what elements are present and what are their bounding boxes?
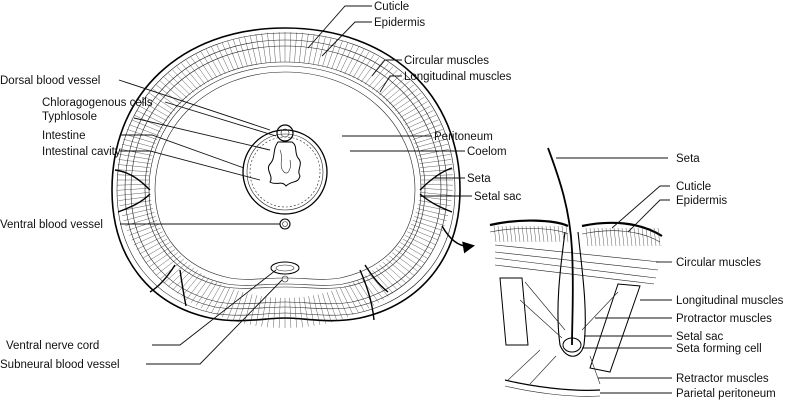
cross-section-setae	[114, 167, 453, 321]
label-peritoneum: Peritoneum	[434, 131, 493, 143]
detail-label-protractor-muscles: Protractor muscles	[676, 313, 772, 325]
setal-sac	[557, 231, 586, 357]
label-coelom: Coelom	[467, 146, 507, 158]
detail-arrow	[441, 225, 475, 254]
label-dorsal-blood-vessel: Dorsal blood vessel	[0, 75, 100, 87]
detail-label-parietal-peritoneum: Parietal peritoneum	[676, 388, 776, 400]
detail-label-longitudinal-muscles: Longitudinal muscles	[676, 295, 784, 307]
labels: Cuticle Epidermis Circular muscles Longi…	[0, 1, 784, 400]
subneural-blood-vessel	[281, 275, 289, 283]
muscle-hatching	[117, 32, 453, 328]
cross-section	[111, 27, 475, 328]
longitudinal-muscle-left	[499, 277, 529, 346]
detail-label-epidermis: Epidermis	[676, 195, 727, 207]
label-intestine: Intestine	[42, 130, 85, 142]
detail-label-seta: Seta	[676, 153, 700, 165]
detail-seta	[547, 147, 574, 346]
detail-label-setal-sac: Setal sac	[676, 331, 724, 343]
typhlosole	[267, 141, 301, 187]
detail-label-circular-muscles: Circular muscles	[676, 257, 761, 269]
dorsal-blood-vessel	[276, 124, 294, 142]
ventral-nerve-cord	[270, 261, 300, 275]
longitudinal-muscle-right	[589, 283, 641, 373]
intestine	[242, 129, 328, 215]
setal-detail	[489, 147, 663, 397]
label-setal-sac: Setal sac	[474, 191, 522, 203]
leader-lines	[118, 5, 672, 394]
label-ventral-nerve-cord: Ventral nerve cord	[6, 340, 99, 352]
label-cuticle: Cuticle	[374, 1, 409, 13]
label-subneural-blood-vessel: Subneural blood vessel	[0, 359, 120, 371]
label-typhlosole: Typhlosole	[42, 111, 97, 123]
label-chloragogenous-cells: Chloragogenous cells	[42, 97, 153, 109]
label-circular-muscles: Circular muscles	[404, 55, 489, 67]
seta-forming-cell	[562, 337, 582, 353]
label-ventral-blood-vessel: Ventral blood vessel	[0, 219, 103, 231]
label-seta: Seta	[467, 173, 491, 185]
detail-label-cuticle: Cuticle	[676, 181, 711, 193]
ventral-blood-vessel	[279, 218, 291, 230]
label-epidermis: Epidermis	[374, 17, 425, 29]
detail-label-retractor-muscles: Retractor muscles	[676, 373, 769, 385]
detail-label-seta-forming-cell: Seta forming cell	[676, 343, 762, 355]
label-intestinal-cavity: Intestinal cavity	[42, 146, 121, 158]
label-longitudinal-muscles: Longitudinal muscles	[404, 71, 512, 83]
